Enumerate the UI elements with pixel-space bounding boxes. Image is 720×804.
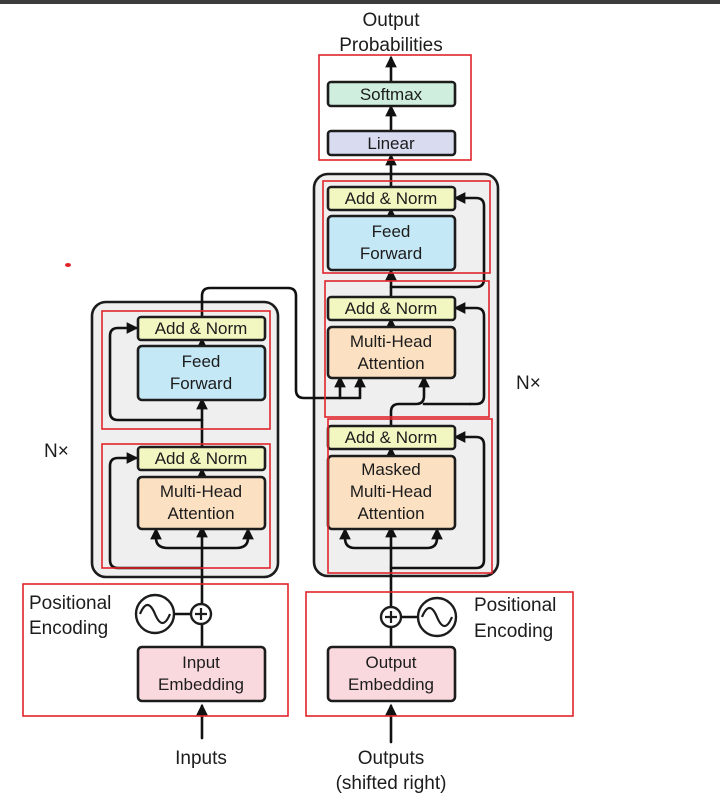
decoder-add-norm-top-box	[326, 185, 457, 212]
stray-red-mark	[65, 263, 71, 267]
encoder-multi-head-attention: Multi-Head Attention	[136, 475, 267, 531]
decoder-masked-multi-head-attention: Masked Multi-Head Attention	[326, 454, 457, 531]
decoder-addnorm-to-mha	[389, 375, 430, 427]
output-label-line1: Output	[362, 10, 420, 31]
softmax-block: Softmax	[326, 80, 457, 108]
softmax-label: Softmax	[360, 85, 423, 104]
input-embedding-box	[136, 645, 267, 703]
encoder-feed-forward: Feed Forward	[136, 344, 267, 402]
decoder-mha-box	[326, 325, 457, 380]
highlight-decoder-ff	[322, 180, 491, 274]
outputs-label-line1: Outputs	[358, 748, 425, 769]
highlight-decoder-mha	[324, 280, 490, 418]
encoder-add-norm-bottom: Add & Norm	[136, 445, 267, 472]
decoder-masked-branch-right	[389, 527, 443, 550]
decoder-feed-forward-box	[326, 214, 457, 272]
decoder-multi-head-attention: Multi-Head Attention	[326, 325, 457, 380]
input-embedding: Input Embedding	[136, 645, 267, 703]
decoder-ff-line2: Forward	[360, 244, 422, 263]
decoder-add-norm-middle-box	[326, 295, 457, 322]
decoder-residual-1	[389, 431, 486, 570]
encoder-add-norm-top-box	[136, 315, 267, 342]
window-top-bar	[0, 0, 720, 4]
decoder-add-norm-top-label: Add & Norm	[345, 189, 438, 208]
decoder-sine-icon	[416, 596, 458, 638]
encoder-mha-branch-right	[200, 527, 254, 550]
encoder-nx-label: N×	[44, 441, 69, 462]
encoder-stack	[90, 300, 280, 579]
decoder-residual-2	[453, 302, 486, 406]
decoder-masked-branch-left	[339, 527, 393, 550]
outputs-label-line2: (shifted right)	[336, 773, 447, 794]
encoder-feed-forward-box	[136, 344, 267, 402]
decoder-add-norm-middle-label: Add & Norm	[345, 299, 438, 318]
linear-block: Linear	[326, 129, 457, 157]
output-embedding-box	[326, 645, 457, 703]
input-embedding-line2: Embedding	[158, 675, 244, 694]
encoder-pos-enc-line1: Positional	[29, 593, 111, 614]
encoder-sine-icon	[134, 593, 176, 635]
highlight-encoder-input	[22, 583, 289, 717]
decoder-add-circle-icon	[379, 605, 403, 629]
decoder-add-norm-bottom-label: Add & Norm	[345, 428, 438, 447]
input-embedding-line1: Input	[182, 653, 220, 672]
output-label-line2: Probabilities	[339, 35, 443, 56]
decoder-pos-enc-line1: Positional	[474, 595, 556, 616]
decoder-ff-line1: Feed	[372, 222, 411, 241]
decoder-add-norm-middle: Add & Norm	[326, 295, 457, 322]
decoder-masked-line1: Masked	[361, 460, 421, 479]
encoder-to-decoder-wire	[200, 286, 366, 400]
decoder-add-norm-top: Add & Norm	[326, 185, 457, 212]
inputs-label: Inputs	[175, 748, 227, 769]
output-embedding-line2: Embedding	[348, 675, 434, 694]
encoder-mha-line2: Attention	[167, 504, 234, 523]
decoder-masked-line3: Attention	[357, 504, 424, 523]
output-embedding-line1: Output	[365, 653, 416, 672]
decoder-feed-forward: Feed Forward	[326, 214, 457, 272]
encoder-residual-2	[108, 322, 204, 422]
decoder-mha-line2: Attention	[357, 354, 424, 373]
linear-label: Linear	[367, 134, 415, 153]
decoder-add-norm-bottom: Add & Norm	[326, 424, 457, 451]
encoder-add-norm-top-label: Add & Norm	[155, 319, 248, 338]
encoder-ff-line2: Forward	[170, 374, 232, 393]
decoder-masked-line2: Multi-Head	[350, 482, 432, 501]
highlight-decoder-input	[305, 591, 574, 717]
decoder-residual-3	[389, 192, 486, 289]
encoder-add-norm-top: Add & Norm	[136, 315, 267, 342]
encoder-ff-line1: Feed	[182, 352, 221, 371]
decoder-mha-line1: Multi-Head	[350, 332, 432, 351]
decoder-nx-label: N×	[516, 373, 541, 394]
encoder-add-norm-bottom-box	[136, 445, 267, 472]
encoder-add-circle-icon	[189, 602, 213, 626]
encoder-add-norm-bottom-label: Add & Norm	[155, 449, 248, 468]
softmax-box	[326, 80, 457, 108]
output-embedding: Output Embedding	[326, 645, 457, 703]
highlight-encoder-ff	[101, 310, 271, 430]
highlight-decoder-masked	[327, 418, 493, 574]
highlight-output-head	[318, 54, 472, 161]
highlight-encoder-mha	[101, 443, 271, 569]
decoder-pos-enc-line2: Encoding	[474, 621, 553, 642]
encoder-mha-box	[136, 475, 267, 531]
linear-box	[326, 129, 457, 157]
encoder-mha-branch-left	[150, 527, 204, 550]
encoder-mha-line1: Multi-Head	[160, 482, 242, 501]
encoder-pos-enc-line2: Encoding	[29, 618, 108, 639]
